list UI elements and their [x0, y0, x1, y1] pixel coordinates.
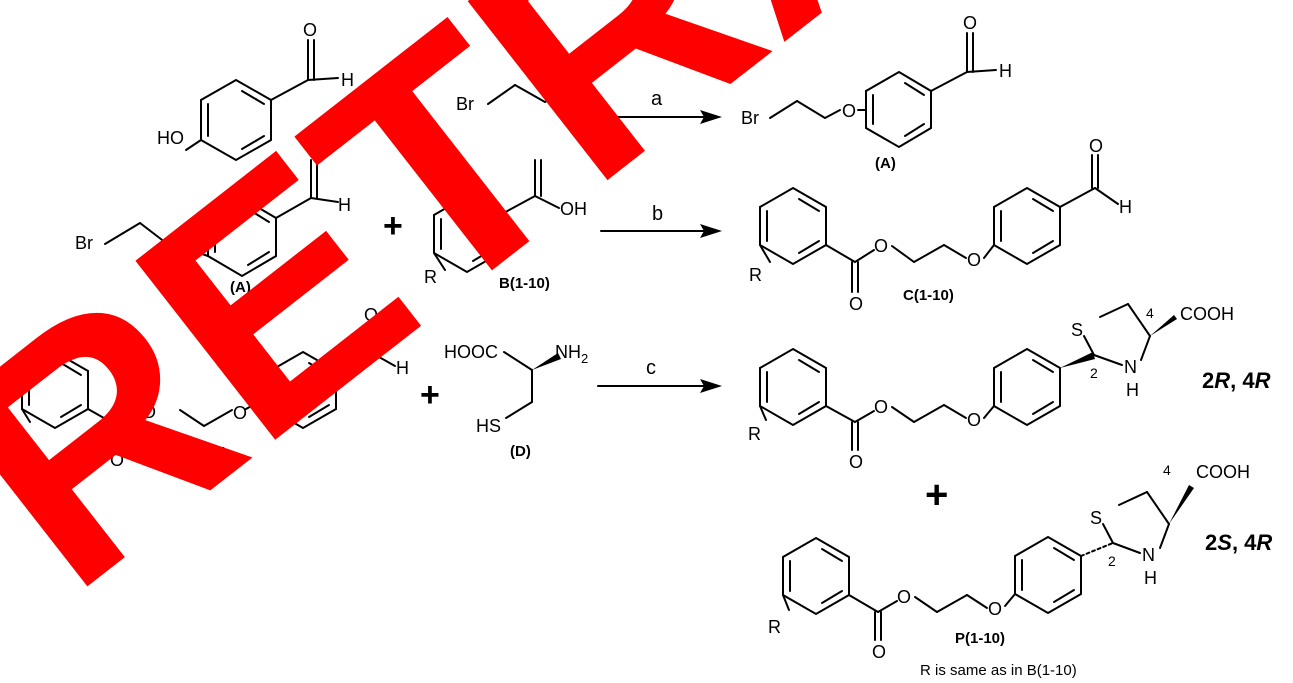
atom-n: N: [1124, 357, 1137, 377]
atom-h: H: [341, 70, 354, 90]
arrow-a: a: [606, 88, 722, 124]
product-c: R O O O O H C(1-10): [749, 136, 1132, 314]
atom-cooh: COOH: [1196, 462, 1250, 482]
plus-sign: +: [387, 83, 407, 121]
atom-br: Br: [576, 70, 594, 90]
atom-o: O: [872, 642, 886, 662]
atom-br: Br: [741, 108, 759, 128]
atom-o: O: [988, 599, 1002, 619]
arrow-c: c: [597, 357, 722, 393]
stereo-label-2r-4r: 2R, 4R: [1202, 368, 1271, 393]
atom-s: S: [1071, 320, 1083, 340]
atom-o: O: [849, 452, 863, 472]
atom-o: O: [849, 294, 863, 314]
atom-o: O: [1089, 136, 1103, 156]
atom-o: O: [233, 403, 247, 423]
atom-o: O: [842, 101, 856, 121]
atom-o: O: [897, 587, 911, 607]
reactant-c: R O O O O H C(1-10): [9, 305, 409, 470]
reactant-4-hydroxybenzaldehyde: O H HO: [157, 20, 354, 162]
compound-label-d: (D): [510, 443, 531, 460]
atom-h: H: [999, 61, 1012, 81]
product-2r-4r: R O O O S N H COOH 2 4: [748, 303, 1234, 472]
atom-r: R: [768, 617, 781, 637]
reactant-substituted-benzoic-acid: OH R B(1-10): [424, 159, 587, 292]
atom-r: R: [9, 429, 22, 449]
plus-sign: +: [383, 207, 403, 245]
condition-c: c: [646, 357, 656, 379]
atom-hs: HS: [476, 416, 501, 436]
atom-h: H: [1144, 568, 1157, 588]
product-2s-4r: R O O O S N H COOH 2 4 P(1-10): [768, 462, 1250, 662]
atom-oh: OH: [560, 199, 587, 219]
compound-label-a: (A): [875, 155, 896, 172]
compound-label-c-reactant: C(1-10): [176, 445, 227, 462]
atom-br: Br: [75, 233, 93, 253]
footnote: R is same as in B(1-10): [920, 662, 1077, 679]
atom-r: R: [749, 265, 762, 285]
retracted-watermark: RETRA: [0, 0, 1009, 655]
atom-hooc: HOOC: [444, 342, 498, 362]
atom-h: H: [396, 358, 409, 378]
atom-br: Br: [456, 94, 474, 114]
compound-label-p: P(1-10): [955, 630, 1005, 647]
atom-nh2: NH2: [555, 342, 588, 366]
locant-2: 2: [1090, 365, 1098, 381]
stereo-label-2s-4r: 2S, 4R: [1205, 530, 1272, 555]
atom-h: H: [1126, 380, 1139, 400]
atom-o: O: [967, 250, 981, 270]
compound-label-c: C(1-10): [903, 287, 954, 304]
condition-a: a: [651, 88, 663, 110]
atom-o: O: [306, 140, 320, 160]
arrow-b: b: [600, 203, 722, 238]
atom-o: O: [963, 13, 977, 33]
atom-o: O: [110, 450, 124, 470]
atom-cooh: COOH: [1180, 304, 1234, 324]
atom-n: N: [1142, 545, 1155, 565]
reactant-dibromoethane: Br Br: [456, 70, 594, 114]
atom-ho: HO: [157, 128, 184, 148]
atom-o: O: [142, 402, 156, 422]
plus-sign: +: [420, 376, 440, 414]
atom-o: O: [303, 20, 317, 40]
atom-o: O: [180, 245, 194, 265]
compound-label-a-reactant: (A): [230, 279, 251, 296]
condition-b: b: [652, 203, 663, 225]
compound-label-b: B(1-10): [499, 275, 550, 292]
atom-h: H: [338, 195, 351, 215]
locant-2: 2: [1108, 553, 1116, 569]
plus-sign: +: [925, 473, 948, 517]
product-a: Br O O H (A): [741, 13, 1012, 172]
locant-4: 4: [1163, 462, 1171, 478]
atom-s: S: [1090, 508, 1102, 528]
atom-o: O: [874, 397, 888, 417]
atom-r: R: [424, 267, 437, 287]
locant-4: 4: [1146, 305, 1154, 321]
atom-o: O: [874, 236, 888, 256]
atom-o: O: [967, 410, 981, 430]
reactant-d-cysteine: HOOC NH2 HS (D): [444, 342, 588, 460]
atom-h: H: [1119, 197, 1132, 217]
reactant-a: Br O O H (A): [75, 140, 351, 296]
atom-o: O: [364, 305, 378, 325]
atom-r: R: [748, 424, 761, 444]
